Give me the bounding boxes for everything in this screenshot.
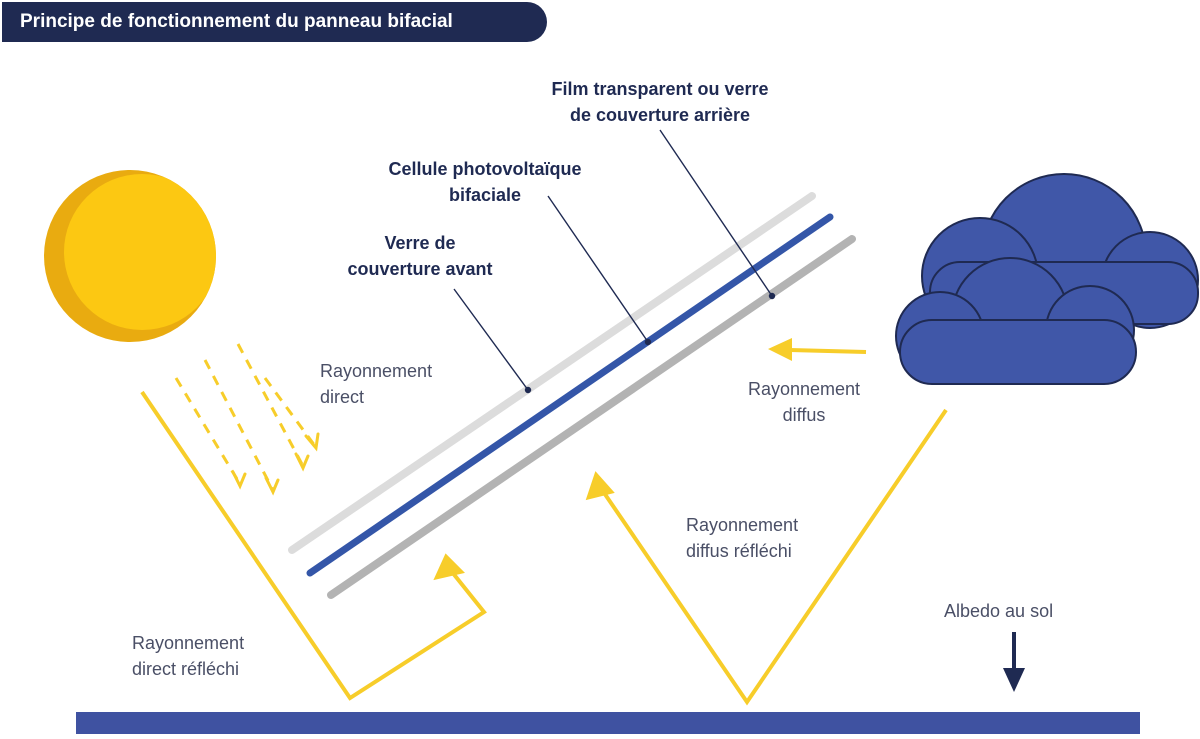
leader-lines [453, 129, 776, 394]
label-line: Rayonnement [747, 379, 861, 399]
photovoltaic-cell-layer [306, 213, 834, 577]
sun-icon [44, 170, 216, 342]
label-line: Rayonnement [132, 633, 245, 653]
bifacial-panel [288, 192, 856, 599]
label-line: direct réfléchi [132, 659, 240, 679]
label-line: couverture avant [347, 259, 493, 279]
direct-radiation-rays [174, 343, 317, 491]
cloud-icon [895, 173, 1199, 385]
label-rayonnement-diffus-reflechi: Rayonnement diffus réfléchi [686, 512, 886, 564]
label-rayonnement-direct-reflechi: Rayonnement direct réfléchi [132, 630, 332, 682]
label-verre-avant: Verre de couverture avant [310, 230, 530, 282]
label-line: diffus réfléchi [686, 541, 792, 561]
back-glass-layer [327, 235, 856, 599]
label-line: Film transparent ou verre [551, 79, 769, 99]
label-cellule: Cellule photovoltaïque bifaciale [350, 156, 620, 208]
label-film-transparent: Film transparent ou verre de couverture … [500, 76, 820, 128]
label-line: bifaciale [448, 185, 522, 205]
label-line: diffus [782, 405, 826, 425]
label-rayonnement-direct: Rayonnement direct [320, 358, 500, 410]
label-line: Rayonnement [686, 515, 799, 535]
label-line: direct [320, 387, 365, 407]
label-line: de couverture arrière [569, 105, 751, 125]
front-glass-layer [288, 192, 816, 554]
ground-bar [76, 712, 1140, 734]
diffuse-radiation-arrow [768, 338, 867, 361]
diffuse-reflected-ray [585, 408, 948, 706]
label-rayonnement-diffus: Rayonnement diffus [714, 376, 894, 428]
label-line: Rayonnement [320, 361, 433, 381]
direct-reflected-ray [140, 390, 487, 701]
direct-radiation-arrowheads [231, 432, 320, 496]
page-title: Principe de fonctionnement du panneau bi… [2, 2, 547, 42]
label-line: Verre de [384, 233, 456, 253]
label-albedo: Albedo au sol [944, 601, 1054, 621]
label-line: Cellule photovoltaïque [388, 159, 582, 179]
albedo-arrow [1003, 632, 1025, 692]
